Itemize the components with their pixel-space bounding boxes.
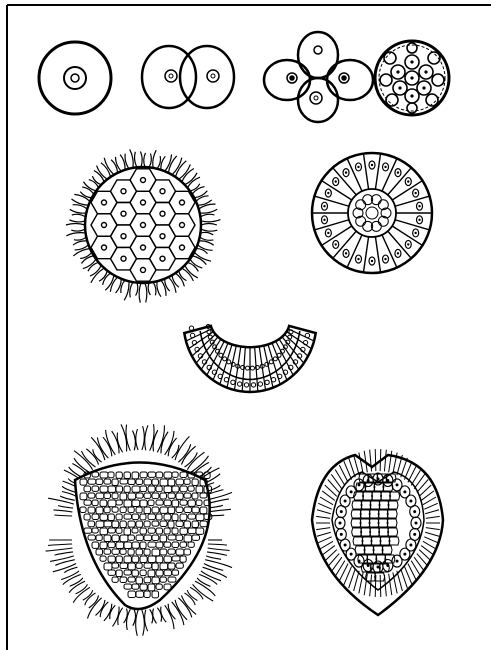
two-cell-stage-illustration [142, 46, 234, 108]
blastula-cross-section-illustration [312, 153, 432, 273]
larva-cross-section-illustration [312, 449, 443, 615]
invaginating-gastrula-illustration [184, 325, 315, 392]
ciliated-larva-illustration [46, 424, 232, 636]
morula-illustration [375, 41, 449, 115]
ciliated-blastula-illustration [66, 149, 221, 302]
four-cell-stage-illustration [264, 32, 373, 122]
single-cell-egg-illustration [39, 42, 111, 114]
